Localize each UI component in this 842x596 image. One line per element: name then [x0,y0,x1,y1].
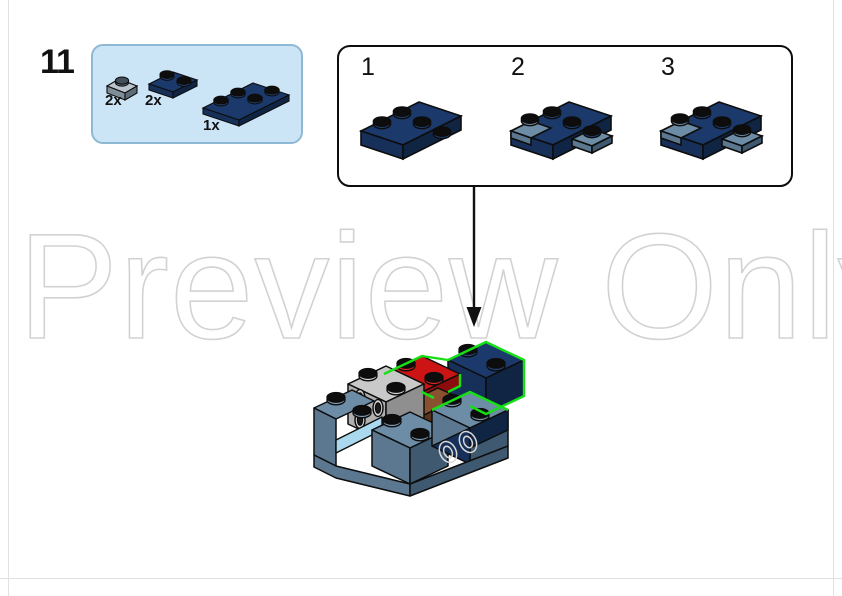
page-margin-right [833,0,834,596]
part-quantity-label: 2x [145,92,162,109]
substep-1-illustration [358,101,464,161]
model-part-base [313,445,509,497]
model-assembly [300,318,540,508]
substep-2: 2 [497,47,647,185]
page-margin-bottom [0,578,842,579]
model-part-wheel-detail [431,409,509,465]
page-margin-left [8,0,9,596]
substep-2-illustration [508,101,615,161]
step-number: 11 [40,43,75,81]
substep-3: 3 [647,47,797,185]
part-quantity-label: 1x [203,117,220,134]
substep-number: 3 [661,53,675,81]
parts-callout-box: 2x 2x 1x [91,44,303,144]
substep-number: 1 [361,53,375,81]
substep-3-illustration [658,101,765,161]
bin-part-plate-1x2 [147,70,199,99]
new-part-highlight [383,340,526,416]
bin-part-plate-1x1 [105,76,139,101]
placement-arrow [455,183,495,328]
substep-callout-box: 1 2 [337,45,793,187]
part-quantity-label: 2x [105,92,122,109]
model-part-left-wall [313,389,375,467]
substep-number: 2 [511,53,525,81]
bin-part-plate-1x4 [201,82,291,127]
substep-1: 1 [347,47,497,185]
